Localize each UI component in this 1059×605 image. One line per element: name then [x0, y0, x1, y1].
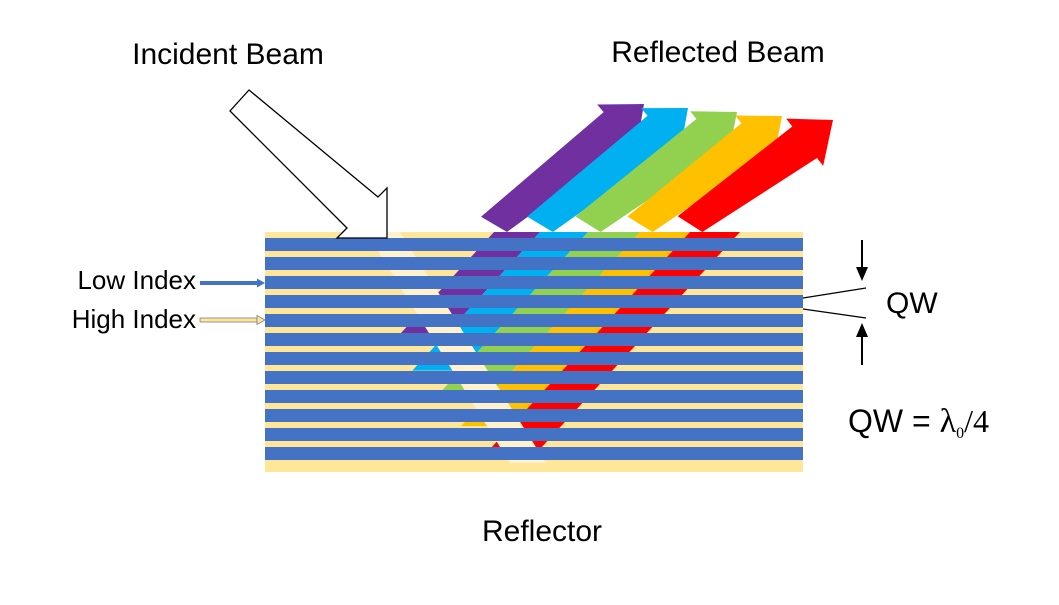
beam-low-index-stripe [265, 390, 803, 403]
low-index-pointer-icon [200, 278, 265, 288]
beam-low-index-stripe [265, 352, 803, 365]
beam-low-index-stripe [265, 428, 803, 441]
reflected-beam-label: Reflected Beam [611, 36, 824, 69]
reflected-beam-arrow [527, 108, 688, 232]
beam-low-index-stripe [265, 371, 803, 384]
reflected-beam-arrow [677, 118, 833, 232]
beam-low-index-stripe [265, 257, 803, 270]
reflected-beam-arrows [481, 104, 833, 232]
beam-low-index-stripe [265, 314, 803, 327]
qw-label: QW [886, 287, 938, 320]
in-stack-beams [265, 232, 803, 463]
high-index-label: High Index [72, 304, 196, 334]
reflector-label: Reflector [482, 515, 602, 548]
high-index-pointer-icon [199, 314, 266, 326]
reflected-beam-arrow [627, 115, 782, 232]
beam-low-index-stripe [265, 295, 803, 308]
reflected-beam-arrow [481, 104, 644, 232]
beam-low-index-stripe [265, 447, 803, 460]
low-index-label: Low Index [77, 265, 196, 295]
reflected-beam-arrow [575, 111, 737, 232]
beam-low-index-stripe [265, 238, 803, 251]
qw-formula: QW = λ0/4 [848, 403, 989, 442]
incident-beam-band [366, 232, 546, 463]
incident-beam-label: Incident Beam [132, 38, 324, 71]
qw-dimension-marker [802, 240, 868, 365]
beam-low-index-stripe [265, 409, 803, 422]
incident-beam-arrow [229, 89, 388, 239]
beam-low-index-stripe [265, 276, 803, 289]
beam-low-index-stripe [265, 333, 803, 346]
